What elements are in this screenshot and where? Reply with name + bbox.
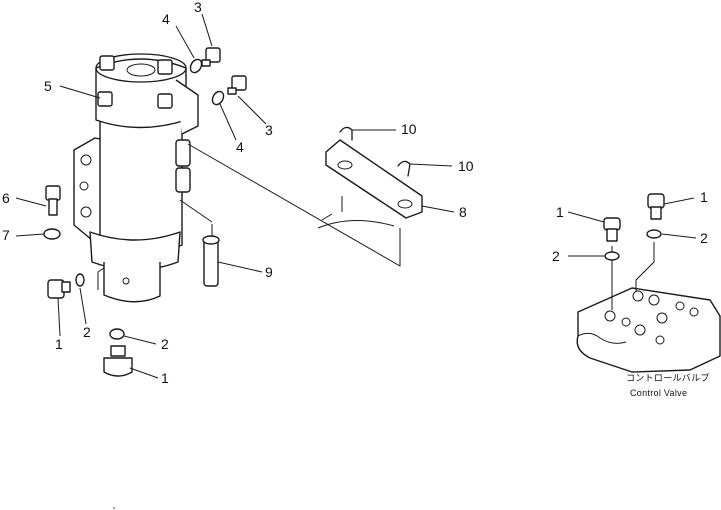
callout-8: 8 xyxy=(459,204,467,220)
callout-9: 9 xyxy=(265,264,273,280)
callout-4-lower: 4 xyxy=(236,139,244,155)
plate-part-8 xyxy=(317,139,423,229)
callout-2-bottom: 2 xyxy=(161,336,169,352)
callout-3-lower: 3 xyxy=(265,122,273,138)
callout-10-lower: 10 xyxy=(458,158,474,174)
stray-dot xyxy=(113,507,115,509)
bolt-part-6 xyxy=(45,185,61,216)
o-ring-part-4-lower xyxy=(211,90,225,106)
washer-part-7 xyxy=(43,228,61,240)
pin-part-9 xyxy=(202,224,220,287)
callout-4-upper: 4 xyxy=(162,11,170,27)
callout-6: 6 xyxy=(2,190,10,206)
valve-body-assembly xyxy=(73,53,213,303)
callout-7: 7 xyxy=(2,227,10,243)
control-valve xyxy=(576,242,721,373)
callout-10-upper: 10 xyxy=(401,121,417,137)
callout-3-upper: 3 xyxy=(194,0,202,15)
o-ring-part-2-cv-left xyxy=(604,251,620,261)
o-ring-part-2-bottom xyxy=(109,328,125,340)
callout-2-cv-right: 2 xyxy=(700,230,708,246)
o-ring-part-2-left xyxy=(75,273,85,287)
clip-part-10 xyxy=(339,126,411,177)
plug-part-1-left xyxy=(47,279,71,299)
callout-2-left: 2 xyxy=(83,324,91,340)
callout-numbers: 3 4 5 3 4 10 10 6 7 8 9 1 2 2 1 1 1 2 2 xyxy=(2,0,708,386)
callout-1-left: 1 xyxy=(55,336,63,352)
callout-1-cv-upper: 1 xyxy=(700,189,708,205)
plug-part-1-cv-left xyxy=(603,217,621,242)
plug-part-3-lower xyxy=(227,75,247,95)
callout-5: 5 xyxy=(44,78,52,94)
callout-2-cv-left: 2 xyxy=(552,248,560,264)
top-bolt-heads xyxy=(97,55,173,109)
plug-part-1-bottom xyxy=(103,345,133,377)
o-ring-part-2-cv-right xyxy=(646,229,662,239)
callout-1-cv-left: 1 xyxy=(556,204,564,220)
leader-lines xyxy=(15,13,697,379)
plug-part-3-upper xyxy=(201,47,221,67)
plug-part-1-cv-upper xyxy=(647,193,665,220)
caption-japanese: コントロールバルブ xyxy=(626,372,710,383)
caption-english: Control Valve xyxy=(630,388,687,398)
o-ring-part-4-upper xyxy=(189,58,203,74)
callout-1-bottom: 1 xyxy=(161,370,169,386)
